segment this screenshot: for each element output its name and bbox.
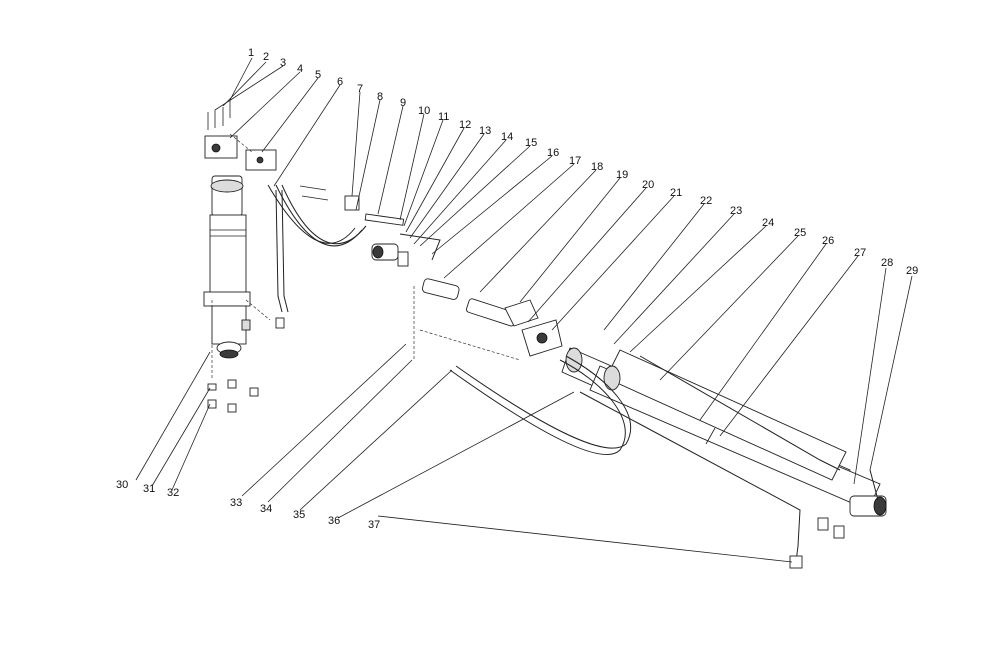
hoses-upper [267,184,367,313]
label-4: 4 [297,63,303,75]
label-18: 18 [591,161,603,173]
label-6: 6 [337,76,343,88]
label-17: 17 [569,155,581,167]
valve-block [204,100,277,171]
label-14: 14 [501,131,513,143]
part-labels: 1 2 3 4 5 6 7 8 9 10 11 12 13 14 15 16 1… [116,47,918,531]
hoses-lower [449,355,879,563]
label-33: 33 [230,497,242,509]
label-8: 8 [377,91,383,103]
label-29: 29 [906,265,918,277]
label-23: 23 [730,205,742,217]
label-9: 9 [400,97,406,109]
leader-lines [135,57,913,563]
label-20: 20 [642,179,654,191]
label-34: 34 [260,503,272,515]
label-37: 37 [368,519,380,531]
label-5: 5 [315,69,321,81]
label-28: 28 [881,257,893,269]
label-31: 31 [143,483,155,495]
label-36: 36 [328,515,340,527]
label-32: 32 [167,487,179,499]
label-12: 12 [459,119,471,131]
label-30: 30 [116,479,128,491]
label-35: 35 [293,509,305,521]
assembly-lines [211,133,521,380]
label-13: 13 [479,125,491,137]
label-26: 26 [822,235,834,247]
label-25: 25 [794,227,806,239]
fittings-cluster [299,185,441,267]
label-7: 7 [357,83,363,95]
boom-assembly [422,278,887,517]
label-22: 22 [700,195,712,207]
label-2: 2 [263,51,269,63]
main-column [203,175,251,359]
label-16: 16 [547,147,559,159]
label-21: 21 [670,187,682,199]
label-3: 3 [280,57,286,69]
label-10: 10 [418,105,430,117]
label-27: 27 [854,247,866,259]
label-24: 24 [762,217,774,229]
label-11: 11 [438,111,449,123]
bottom-fittings [207,317,845,569]
label-19: 19 [616,169,628,181]
label-1: 1 [248,47,254,59]
label-15: 15 [525,137,537,149]
